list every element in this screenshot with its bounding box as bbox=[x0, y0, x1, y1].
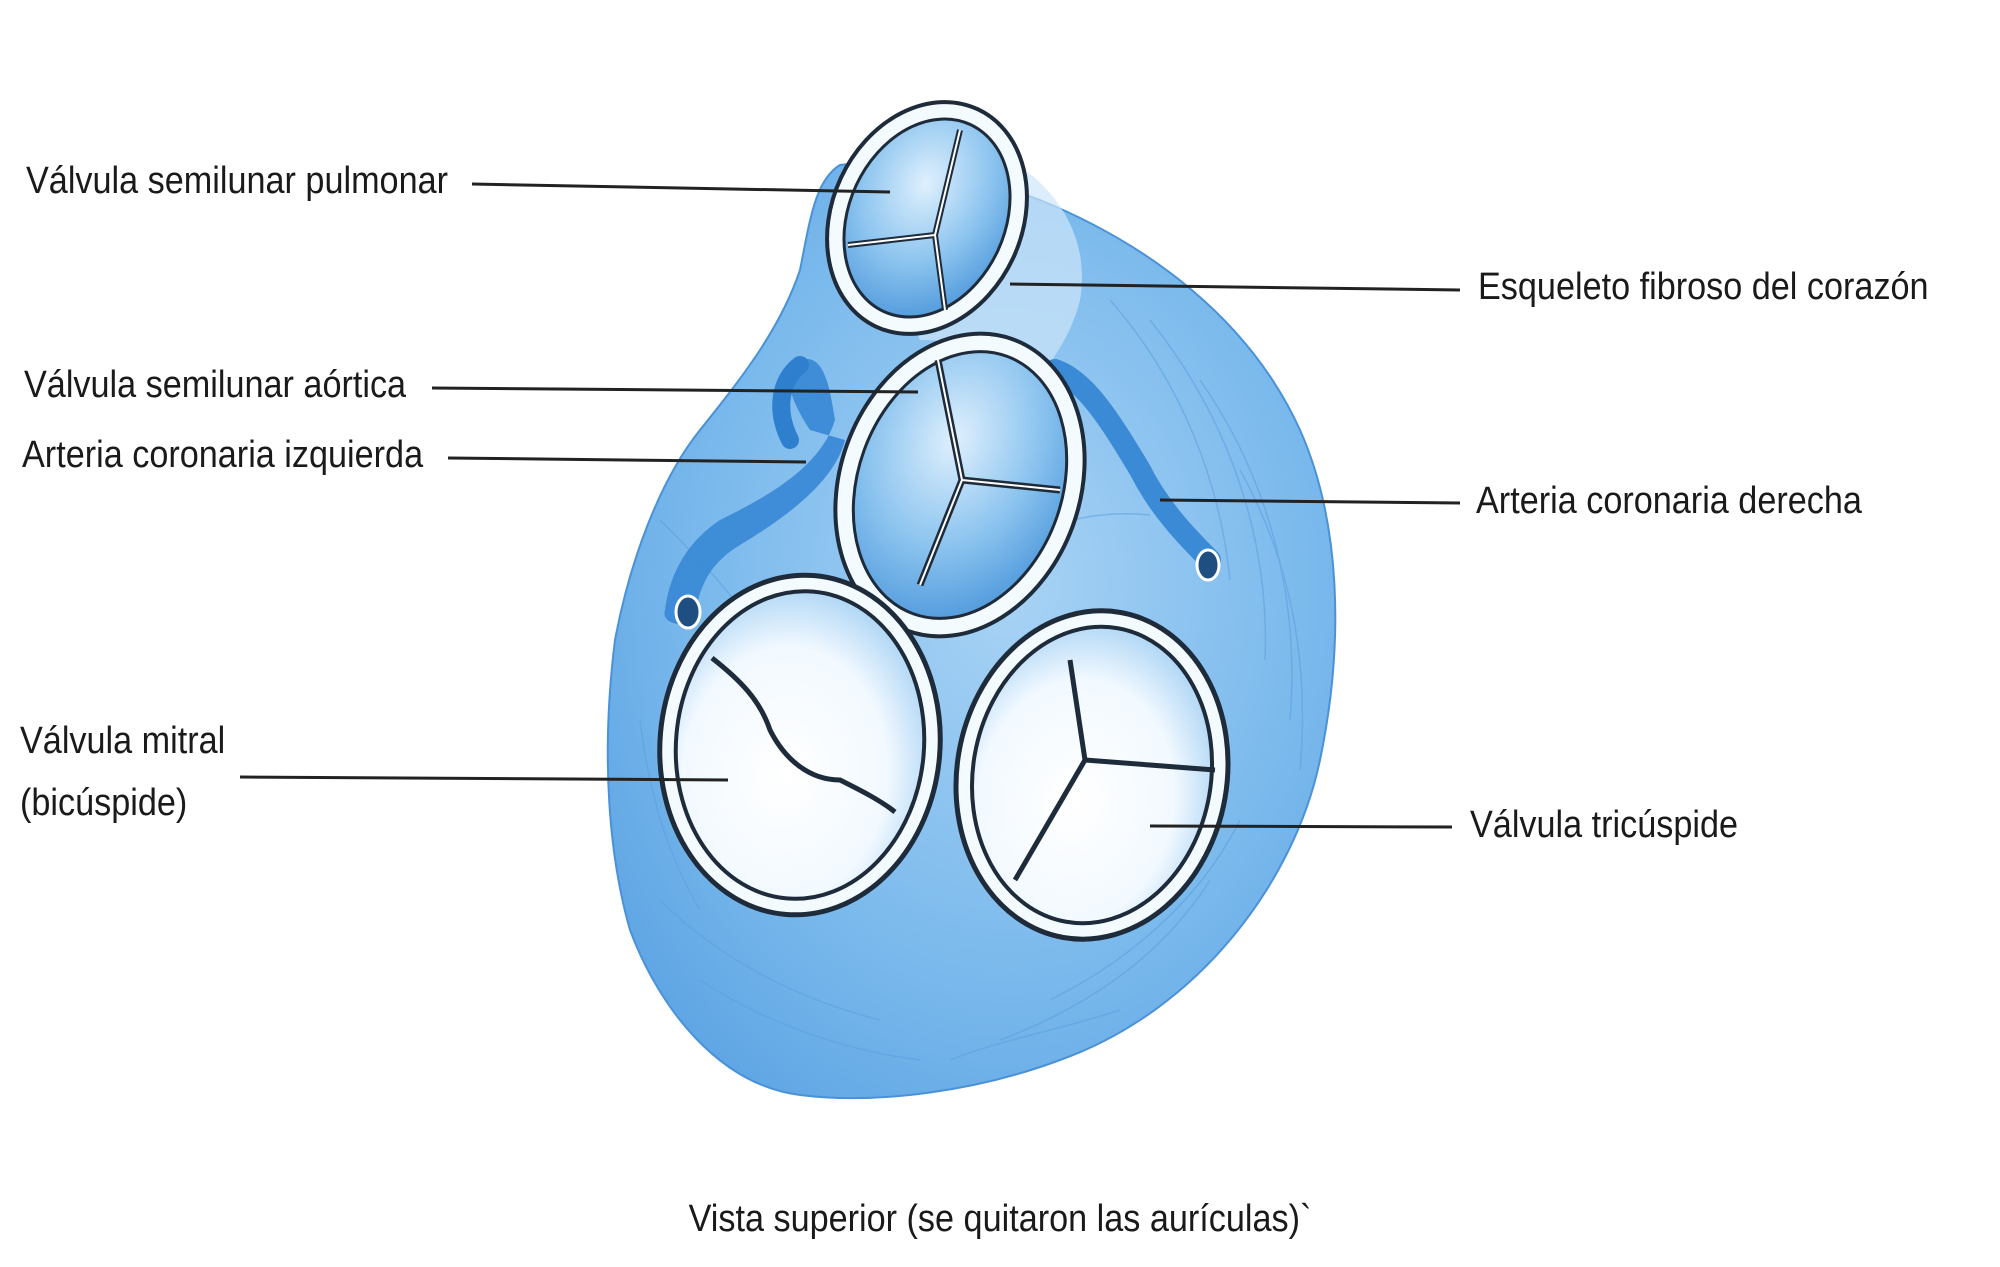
left-coronary-opening bbox=[674, 594, 702, 630]
figure-caption: Vista superior (se quitaron las aurícula… bbox=[688, 1198, 1312, 1240]
leader-lines bbox=[239, 182, 1461, 829]
label-left-coronary-artery: Arteria coronaria izquierda bbox=[22, 434, 424, 476]
right-coronary-opening bbox=[1195, 548, 1221, 582]
label-pulmonary-valve: Válvula semilunar pulmonar bbox=[26, 160, 449, 202]
label-fibrous-skeleton: Esqueleto fibroso del corazón bbox=[1478, 266, 1929, 308]
label-right-coronary-artery: Arteria coronaria derecha bbox=[1476, 480, 1862, 522]
mitral-valve bbox=[657, 572, 943, 918]
leader-fibrous bbox=[1009, 282, 1461, 292]
label-aortic-valve: Válvula semilunar aórtica bbox=[24, 364, 407, 406]
right-coronary-artery bbox=[1044, 359, 1221, 571]
leader-right-coronary bbox=[1159, 498, 1461, 505]
leader-aortic bbox=[431, 386, 919, 394]
left-coronary-artery bbox=[664, 358, 845, 625]
leader-left-coronary bbox=[447, 456, 807, 464]
label-mitral-valve-subtitle: (bicúspide) bbox=[20, 782, 188, 824]
aortic-valve bbox=[833, 331, 1087, 639]
left-coronary-branch bbox=[772, 356, 809, 449]
label-mitral-valve: Válvula mitral bbox=[20, 720, 226, 762]
leader-mitral bbox=[239, 775, 729, 782]
leader-pulmonary bbox=[471, 182, 891, 194]
label-tricuspid-valve: Válvula tricúspide bbox=[1470, 804, 1739, 846]
pulmonary-valve bbox=[825, 100, 1029, 336]
tricuspid-valve bbox=[953, 608, 1231, 942]
leader-tricuspid bbox=[1149, 824, 1453, 829]
